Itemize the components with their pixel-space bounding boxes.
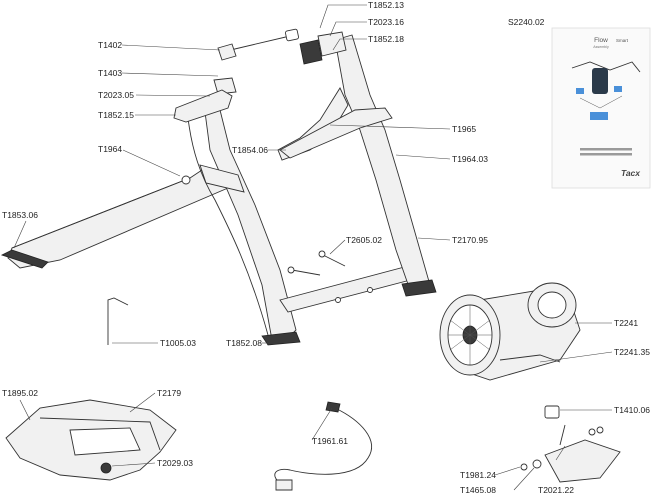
front-foot bbox=[401, 279, 437, 297]
left-leg-foot bbox=[0, 249, 49, 269]
trainer-frame bbox=[0, 34, 437, 346]
support-arm bbox=[279, 107, 393, 159]
leader-lines bbox=[13, 4, 613, 491]
rear-upright-collar bbox=[199, 164, 245, 193]
manual-title: Flow bbox=[594, 37, 608, 44]
manual-title-suffix: Smart bbox=[616, 38, 629, 43]
callout-T2029-03: T2029.03 bbox=[157, 458, 193, 468]
callout-T1961-61: T1961.61 bbox=[312, 436, 348, 446]
callout-T1852-18: T1852.18 bbox=[368, 34, 404, 44]
callout-T1854-06: T1854.06 bbox=[232, 145, 268, 155]
callout-T1964-03: T1964.03 bbox=[452, 154, 488, 164]
power-cable bbox=[274, 401, 373, 491]
manual-subtitle: Assembly bbox=[593, 45, 609, 49]
roller-unit bbox=[439, 282, 581, 381]
callout-T1981-24: T1981.24 bbox=[460, 470, 496, 480]
callout-T2023-16: T2023.16 bbox=[368, 17, 404, 27]
callout-T1005-03: T1005.03 bbox=[160, 338, 196, 348]
callout-T2021-22: T2021.22 bbox=[538, 485, 574, 495]
callout-T1852-15: T1852.15 bbox=[98, 110, 134, 120]
crossbar bbox=[279, 264, 419, 313]
callout-T2023-05: T2023.05 bbox=[98, 90, 134, 100]
manual-brand: Tacx bbox=[621, 168, 641, 178]
callout-T2241-35: T2241.35 bbox=[614, 347, 650, 357]
callout-T2605-02: T2605.02 bbox=[346, 235, 382, 245]
callout-T1410-06: T1410.06 bbox=[614, 405, 650, 415]
callout-T2179: T2179 bbox=[157, 388, 181, 398]
right-foot bbox=[261, 331, 301, 346]
clamp bbox=[213, 77, 237, 95]
callout-T1964: T1964 bbox=[98, 144, 122, 154]
wheel-block bbox=[5, 399, 177, 481]
manual-thumbnail: Flow Smart Assembly Tacx bbox=[551, 27, 651, 189]
frame-knob bbox=[181, 175, 191, 185]
callout-S2240-02: S2240.02 bbox=[508, 17, 545, 27]
allen-key bbox=[107, 297, 129, 345]
front-upright bbox=[334, 34, 431, 291]
left-leg bbox=[7, 167, 237, 269]
callout-T2241: T2241 bbox=[614, 318, 638, 328]
callout-T1465-08: T1465.08 bbox=[460, 485, 496, 495]
callout-T1852-13: T1852.13 bbox=[368, 0, 404, 10]
riser-base bbox=[520, 405, 621, 483]
lever bbox=[173, 89, 233, 123]
axle-assembly bbox=[173, 28, 347, 123]
callout-T1853-06: T1853.06 bbox=[2, 210, 38, 220]
adjuster-knob bbox=[299, 39, 323, 65]
callout-T1852-08: T1852.08 bbox=[226, 338, 262, 348]
callout-T1895-02: T1895.02 bbox=[2, 388, 38, 398]
callout-T1402: T1402 bbox=[98, 40, 122, 50]
callout-T2170-95: T2170.95 bbox=[452, 235, 488, 245]
callout-T1403: T1403 bbox=[98, 68, 122, 78]
callout-T1965: T1965 bbox=[452, 124, 476, 134]
bolts bbox=[287, 250, 346, 276]
